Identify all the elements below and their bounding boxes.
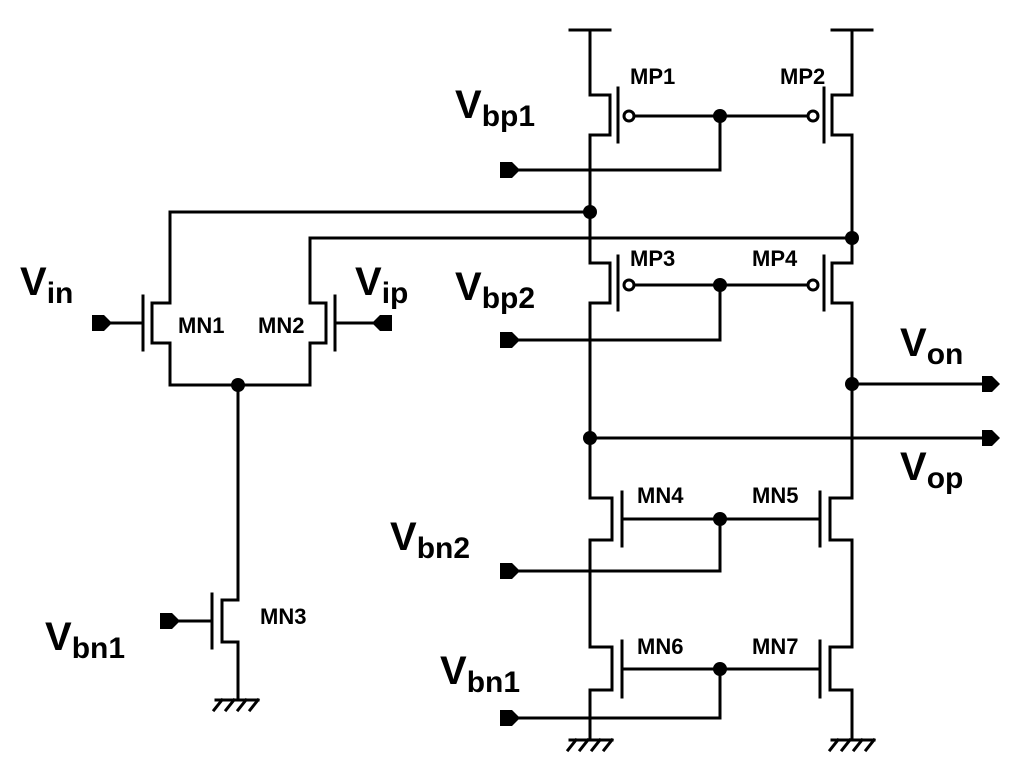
mn5-transistor	[818, 488, 854, 642]
vbn1-left-terminal	[160, 613, 180, 629]
wire-vbn1-gate-right	[511, 667, 822, 720]
wire-mn2-drain	[308, 236, 854, 305]
mn1-transistor	[108, 294, 172, 387]
mp3-label: MP3	[630, 246, 675, 271]
von-label: Von	[900, 321, 963, 371]
vbn2-terminal	[500, 563, 520, 579]
wire-vbp1-gate	[511, 114, 810, 172]
vin-terminal	[92, 315, 112, 331]
vbn2-label: Vbn2	[390, 515, 470, 565]
vip-label: Vip	[355, 260, 408, 310]
wire-mp2-source	[830, 28, 854, 97]
junction-dots	[231, 109, 859, 676]
mn2-label: MN2	[258, 313, 304, 338]
mp3-transistor	[588, 236, 636, 492]
vip-terminal	[372, 315, 392, 331]
mp1-label: MP1	[630, 64, 675, 89]
mn5-label: MN5	[752, 483, 798, 508]
vbn1-right-label: Vbn1	[440, 649, 520, 699]
vop-label: Vop	[900, 445, 963, 495]
mn3-label: MN3	[260, 604, 306, 629]
mn6-label: MN6	[637, 634, 683, 659]
mp2-label: MP2	[780, 64, 825, 89]
wire-tail-node	[168, 383, 312, 602]
mp2-transistor	[806, 86, 854, 240]
mn6-transistor	[588, 638, 624, 742]
vbn1-left-label: Vbn1	[45, 615, 125, 665]
vop-terminal	[982, 430, 1000, 446]
mp1-transistor	[588, 86, 636, 240]
wire-mp1-source	[588, 28, 612, 97]
vbp2-terminal	[500, 332, 520, 348]
wire-mn1-drain	[150, 210, 592, 305]
mn7-transistor	[818, 638, 854, 742]
vbp1-terminal	[500, 162, 520, 178]
vbp2-label: Vbp2	[455, 265, 535, 315]
mn4-label: MN4	[637, 483, 684, 508]
vbp1-label: Vbp1	[455, 83, 535, 133]
mn7-label: MN7	[752, 634, 798, 659]
wire-vbp2-gate	[511, 283, 810, 342]
mn4-transistor	[588, 488, 624, 642]
mn3-transistor	[173, 592, 240, 702]
vin-label: Vin	[20, 260, 73, 310]
mn1-label: MN1	[178, 313, 224, 338]
ground-symbol-left	[565, 737, 615, 753]
mp4-transistor	[806, 236, 854, 492]
ground-symbol-mn3	[211, 697, 261, 713]
wire-vbn2-gate	[511, 517, 822, 573]
von-terminal	[982, 376, 1000, 392]
mn2-transistor	[308, 294, 377, 387]
mp4-label: MP4	[752, 246, 798, 271]
ground-symbol-right	[827, 737, 877, 753]
vbn1-right-terminal	[500, 710, 520, 726]
port-terminals	[92, 162, 1000, 726]
